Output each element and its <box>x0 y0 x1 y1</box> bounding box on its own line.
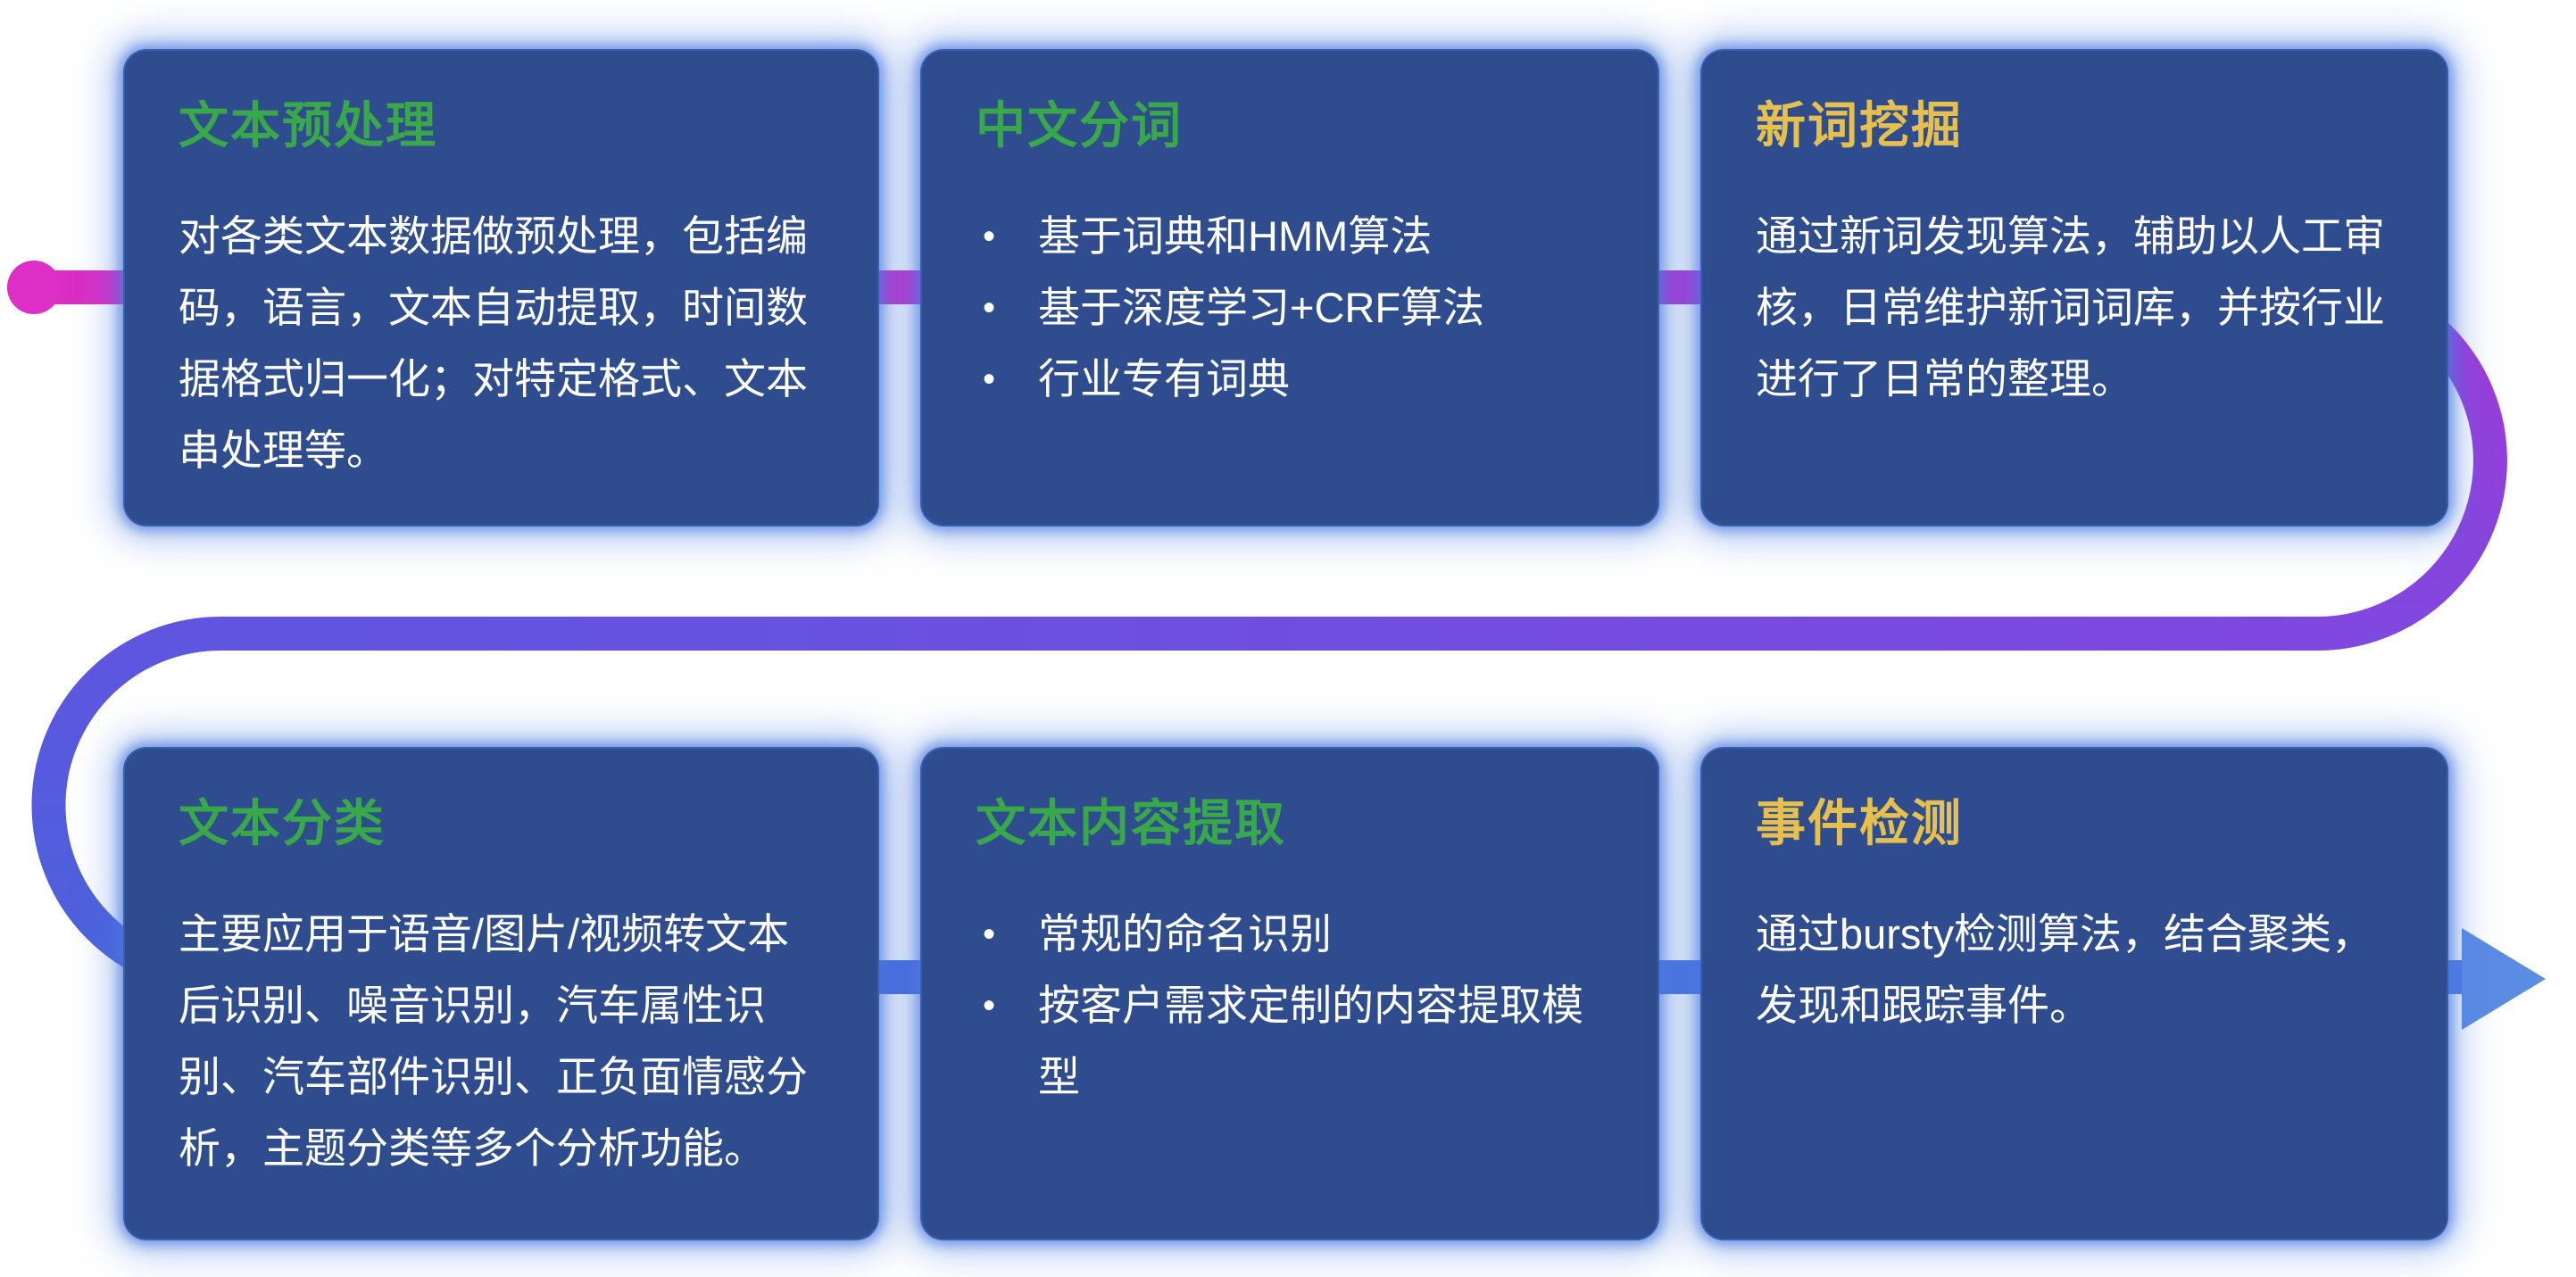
card-text-classification: 文本分类 主要应用于语音/图片/视频转文本后识别、噪音识别，汽车属性识别、汽车部… <box>123 747 879 1240</box>
bullet-text: 基于词典和HMM算法 <box>1038 212 1433 261</box>
bullet-item: • 按客户需求定制的内容提取模型 <box>976 970 1604 1113</box>
bullet-icon: • <box>983 986 996 1026</box>
bullet-text: 常规的命名识别 <box>1038 910 1332 958</box>
card-title: 文本内容提取 <box>976 795 1286 851</box>
card-text-preprocessing: 文本预处理 对各类文本数据做预处理，包括编码，语言，文本自动提取，时间数据格式归… <box>123 49 879 527</box>
card-body: 对各类文本数据做预处理，包括编码，语言，文本自动提取，时间数据格式归一化；对特定… <box>179 212 808 475</box>
card-body: 通过新词发现算法，辅助以人工审核，日常维护新词词库，并按行业进行了日常的整理。 <box>1756 212 2385 403</box>
card-new-word-mining: 新词挖掘 通过新词发现算法，辅助以人工审核，日常维护新词词库，并按行业进行了日常… <box>1700 49 2448 527</box>
bullet-icon: • <box>983 288 996 328</box>
card-title: 事件检测 <box>1756 795 1963 851</box>
card-text-content-extraction: 文本内容提取 • 常规的命名识别 • 按客户需求定制的内容提取模型 <box>920 747 1659 1240</box>
bullet-text: 基于深度学习+CRF算法 <box>1038 284 1485 332</box>
bullet-list: • 常规的命名识别 • 按客户需求定制的内容提取模型 <box>976 899 1604 1113</box>
card-chinese-word-segmentation: 中文分词 • 基于词典和HMM算法 • 基于深度学习+CRF算法 • 行业专有词… <box>920 49 1659 527</box>
bullet-list: • 基于词典和HMM算法 • 基于深度学习+CRF算法 • 行业专有词典 <box>976 201 1604 415</box>
card-body: 通过bursty检测算法，结合聚类，发现和跟踪事件。 <box>1756 910 2373 1030</box>
card-title: 文本分类 <box>179 795 386 851</box>
bullet-text: 行业专有词典 <box>1038 355 1290 403</box>
arrow-right-icon <box>2462 928 2546 1030</box>
card-title: 文本预处理 <box>179 97 437 153</box>
bullet-item: • 基于词典和HMM算法 <box>976 201 1604 272</box>
card-title: 中文分词 <box>976 97 1183 153</box>
bullet-item: • 行业专有词典 <box>976 344 1604 415</box>
bullet-item: • 常规的命名识别 <box>976 899 1604 970</box>
bullet-item: • 基于深度学习+CRF算法 <box>976 272 1604 344</box>
bullet-icon: • <box>983 915 996 955</box>
card-title: 新词挖掘 <box>1756 97 1963 153</box>
card-event-detection: 事件检测 通过bursty检测算法，结合聚类，发现和跟踪事件。 <box>1700 747 2448 1240</box>
card-body: 主要应用于语音/图片/视频转文本后识别、噪音识别，汽车属性识别、汽车部件识别、正… <box>179 910 808 1173</box>
bullet-icon: • <box>983 360 996 400</box>
start-dot-icon <box>7 261 61 314</box>
bullet-icon: • <box>983 217 996 257</box>
bullet-text: 按客户需求定制的内容提取模型 <box>1038 982 1583 1101</box>
